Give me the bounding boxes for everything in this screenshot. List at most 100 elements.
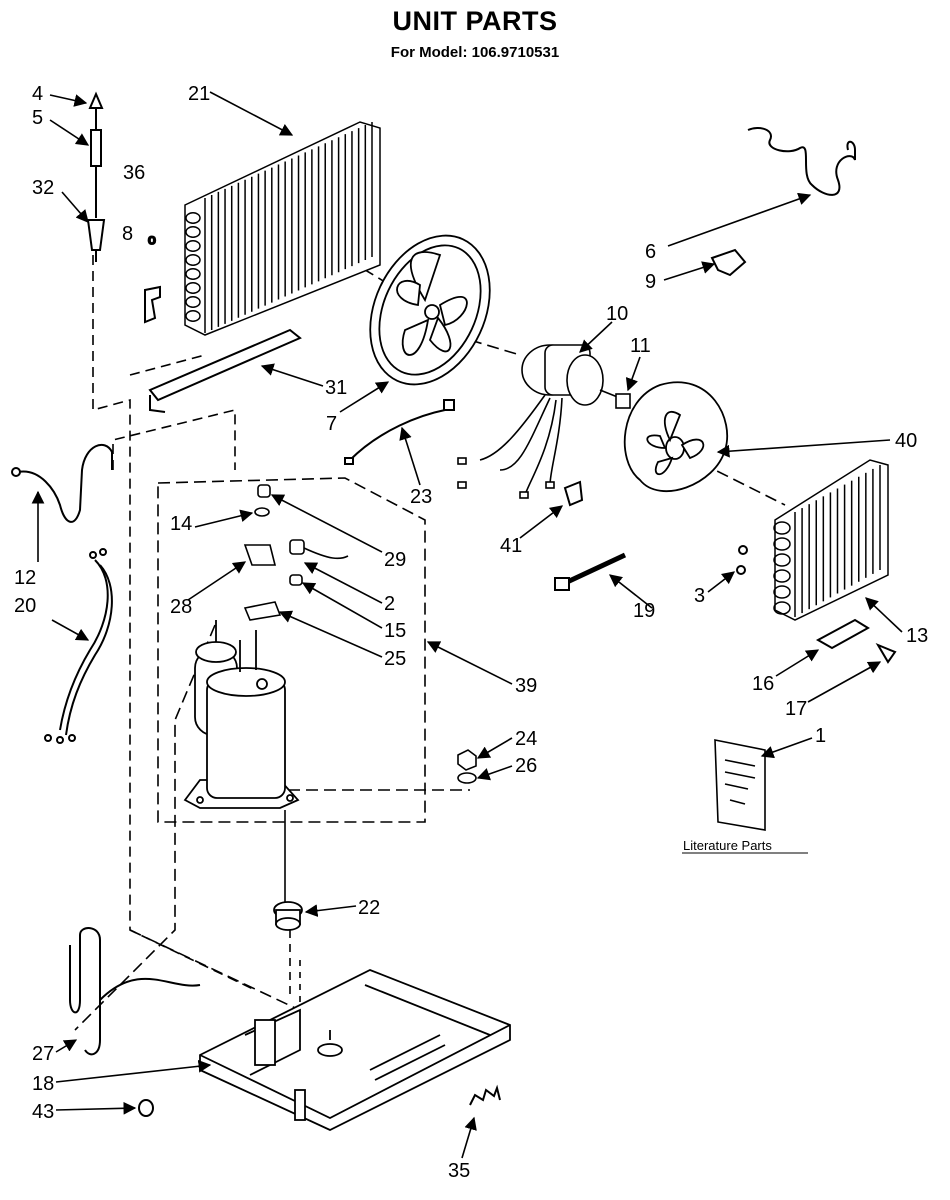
callout-number-13: 13 xyxy=(906,625,928,647)
callout-number-28: 28 xyxy=(170,596,192,618)
callout-number-40: 40 xyxy=(895,430,917,452)
callout-31: 31 xyxy=(260,363,347,399)
callout-number-15: 15 xyxy=(384,620,406,642)
callout-15: 15 xyxy=(301,582,406,642)
leader-arrow-4 xyxy=(49,94,88,107)
tubing-and-wires-icon: o xyxy=(11,91,897,1117)
evaporator-coil-icon xyxy=(184,121,381,336)
callout-21: 21 xyxy=(188,83,294,136)
page-title: UNIT PARTS xyxy=(392,6,558,36)
callout-11: 11 xyxy=(625,335,651,392)
callout-number-9: 9 xyxy=(645,271,656,293)
leader-arrow-39 xyxy=(426,641,513,685)
callout-12: 12 xyxy=(14,490,45,589)
callout-10: 10 xyxy=(579,303,628,353)
leader-arrow-20 xyxy=(51,619,90,641)
model-subtitle: For Model: 106.9710531 xyxy=(390,44,560,61)
callout-27: 27 xyxy=(32,1039,78,1065)
leader-arrow-18 xyxy=(55,1059,212,1083)
callout-number-25: 25 xyxy=(384,648,406,670)
callout-number-32: 32 xyxy=(32,177,54,199)
callout-number-24: 24 xyxy=(515,728,537,750)
callout-number-6: 6 xyxy=(645,241,656,263)
callout-43: 43 xyxy=(32,1101,137,1123)
leader-arrow-16 xyxy=(775,649,820,677)
dashed-assembly-lines xyxy=(74,221,786,1120)
leader-arrow-6 xyxy=(667,192,812,247)
callout-32: 32 xyxy=(32,177,89,223)
leader-arrow-21 xyxy=(209,91,294,136)
callout-number-11: 11 xyxy=(630,335,651,357)
callout-13: 13 xyxy=(865,597,928,647)
callout-number-12: 12 xyxy=(14,567,36,589)
leader-arrow-25 xyxy=(278,610,383,658)
callout-35: 35 xyxy=(448,1116,477,1182)
callout-19: 19 xyxy=(608,574,655,622)
leader-arrow-3 xyxy=(707,571,736,593)
callout-number-3: 3 xyxy=(694,585,705,607)
condenser-coil-icon xyxy=(773,459,889,621)
blower-wheel-icon xyxy=(369,234,491,386)
callout-28: 28 xyxy=(170,561,247,618)
callout-16: 16 xyxy=(752,649,820,695)
callout-22: 22 xyxy=(304,897,380,919)
callout-number-29: 29 xyxy=(384,549,406,571)
callout-number-36: 36 xyxy=(123,162,145,184)
fan-blade-icon xyxy=(623,381,729,493)
callout-6: 6 xyxy=(645,192,812,263)
leader-arrow-32 xyxy=(61,191,89,223)
callout-23: 23 xyxy=(399,426,432,508)
leader-arrow-14 xyxy=(194,509,254,528)
callout-26: 26 xyxy=(476,755,537,781)
leader-arrow-35 xyxy=(461,1116,477,1159)
leader-arrow-19 xyxy=(608,574,653,609)
callout-25: 25 xyxy=(278,610,406,670)
callout-17: 17 xyxy=(785,661,882,720)
callout-41: 41 xyxy=(500,505,564,557)
callout-3: 3 xyxy=(694,571,736,607)
nut-washer-icon xyxy=(457,749,477,784)
callout-number-35: 35 xyxy=(448,1160,470,1182)
leader-arrow-27 xyxy=(55,1039,78,1053)
callout-number-22: 22 xyxy=(358,897,380,919)
callout-number-7: 7 xyxy=(326,413,337,435)
callout-number-14: 14 xyxy=(170,513,192,535)
leader-arrow-10 xyxy=(579,321,613,353)
leader-arrow-2 xyxy=(303,562,383,604)
callout-24: 24 xyxy=(476,728,537,759)
callout-number-21: 21 xyxy=(188,83,210,105)
callout-number-16: 16 xyxy=(752,673,774,695)
leader-arrow-15 xyxy=(301,582,383,629)
callout-number-5: 5 xyxy=(32,107,43,129)
leader-arrow-31 xyxy=(260,363,324,387)
callout-number-41: 41 xyxy=(500,535,522,557)
callout-number-18: 18 xyxy=(32,1073,54,1095)
leader-arrow-41 xyxy=(519,505,564,539)
callout-number-2: 2 xyxy=(384,593,395,615)
leader-arrow-26 xyxy=(476,765,513,781)
callout-29: 29 xyxy=(270,494,406,571)
fan-motor-icon xyxy=(457,344,631,499)
callout-number-23: 23 xyxy=(410,486,432,508)
callout-36: 36 xyxy=(123,162,145,184)
leader-arrow-11 xyxy=(625,356,641,392)
leader-arrow-1 xyxy=(760,737,813,759)
callout-number-8: 8 xyxy=(122,223,133,245)
callout-number-1: 1 xyxy=(815,725,826,747)
callout-2: 2 xyxy=(303,562,395,615)
leader-arrow-29 xyxy=(270,494,383,553)
callout-8: 8 xyxy=(122,223,133,245)
callout-number-17: 17 xyxy=(785,698,807,720)
callout-number-43: 43 xyxy=(32,1101,54,1123)
callout-39: 39 xyxy=(426,641,537,697)
leader-arrow-22 xyxy=(304,904,357,917)
callout-5: 5 xyxy=(32,107,90,146)
literature-parts-label: Literature Parts xyxy=(683,838,772,853)
callout-18: 18 xyxy=(32,1059,212,1095)
callout-number-10: 10 xyxy=(606,303,628,325)
literature-booklet-icon xyxy=(714,739,766,831)
leader-arrow-5 xyxy=(49,119,90,146)
